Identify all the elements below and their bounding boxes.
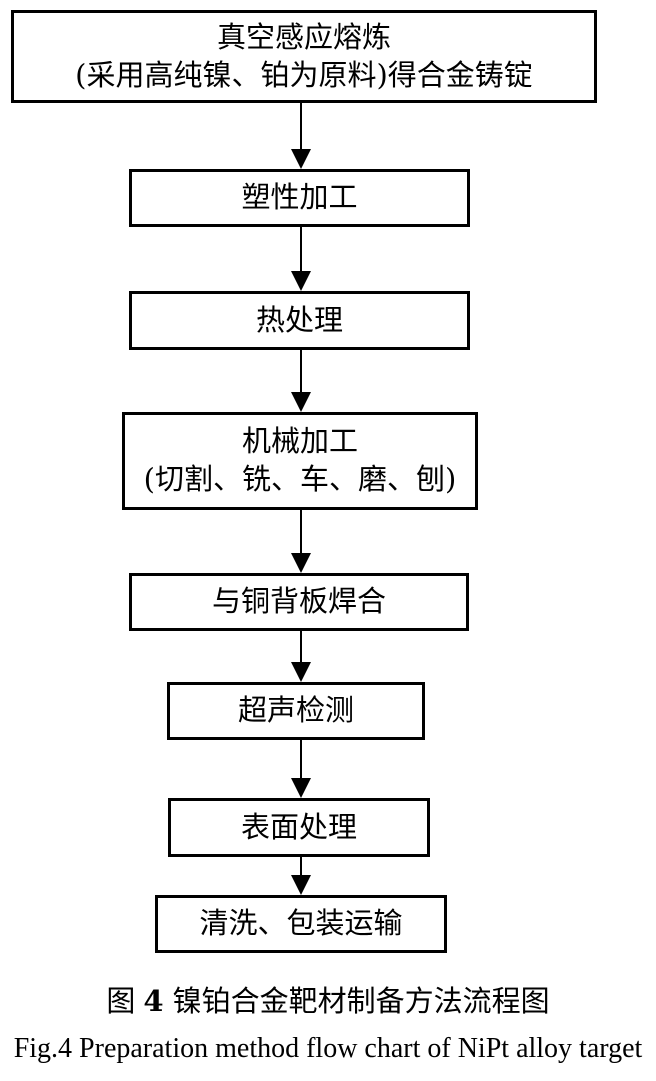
arrow-head-icon <box>291 553 311 573</box>
flow-arrow-5 <box>291 631 311 682</box>
arrow-head-icon <box>291 875 311 895</box>
flow-node-heat-treatment: 热处理 <box>129 291 470 350</box>
flow-node-ultrasonic-inspection: 超声检测 <box>167 682 425 740</box>
flow-arrow-3 <box>291 350 311 412</box>
flow-arrow-6 <box>291 740 311 798</box>
node-label-line: 超声检测 <box>237 693 354 728</box>
node-label-line: 热处理 <box>255 302 343 337</box>
arrow-head-icon <box>291 778 311 798</box>
node-label-line: 塑性加工 <box>241 180 358 215</box>
arrow-head-icon <box>291 662 311 682</box>
flow-arrow-1 <box>291 103 311 169</box>
figure-caption-zh-number: 4 <box>143 984 164 1018</box>
flow-node-plastic-working: 塑性加工 <box>129 169 470 227</box>
arrow-shaft <box>300 227 302 271</box>
node-label-line: 清洗、包装运输 <box>199 906 403 941</box>
figure-caption-en: Fig.4 Preparation method flow chart of N… <box>13 1033 643 1064</box>
figure-caption-zh-title: 镍铂合金靶材制备方法流程图 <box>172 984 550 1018</box>
node-label-line: 与铜背板焊合 <box>211 584 386 619</box>
arrow-head-icon <box>291 392 311 412</box>
flow-node-cleaning-packaging-transport: 清洗、包装运输 <box>155 895 447 953</box>
node-label-line: (采用高纯镍、铂为原料)得合金铸锭 <box>75 57 533 92</box>
flow-node-vacuum-induction-melting: 真空感应熔炼 (采用高纯镍、铂为原料)得合金铸锭 <box>11 10 597 103</box>
node-label-line: 机械加工 <box>241 424 358 459</box>
arrow-shaft <box>300 631 302 662</box>
node-label-line: 真空感应熔炼 <box>216 19 391 54</box>
node-label-line: (切割、铣、车、磨、刨) <box>143 462 457 496</box>
flow-node-machining: 机械加工 (切割、铣、车、磨、刨) <box>122 412 478 510</box>
arrow-shaft <box>300 350 302 392</box>
flow-arrow-4 <box>291 510 311 573</box>
node-label-line: 表面处理 <box>240 809 357 844</box>
arrow-shaft <box>300 857 302 875</box>
arrow-head-icon <box>291 271 311 291</box>
arrow-shaft <box>300 103 302 149</box>
flow-arrow-2 <box>291 227 311 291</box>
flow-node-welding-to-copper-backplate: 与铜背板焊合 <box>129 573 469 631</box>
arrow-shaft <box>300 740 302 778</box>
figure-caption-zh-prefix: 图 <box>106 984 136 1018</box>
flow-arrow-7 <box>291 857 311 895</box>
arrow-head-icon <box>291 149 311 169</box>
flow-node-surface-treatment: 表面处理 <box>168 798 430 857</box>
arrow-shaft <box>300 510 302 553</box>
